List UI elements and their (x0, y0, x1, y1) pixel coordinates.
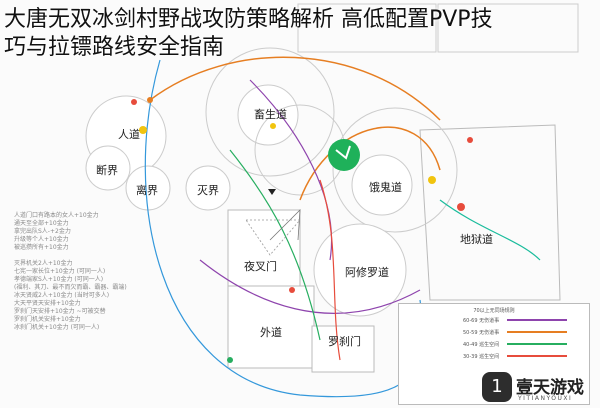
note-line: 大天平贤天安排+10金力 (14, 300, 81, 307)
note-line: 孝德端家S人+10金力 (可同一人) (14, 276, 104, 283)
red-dot-2 (131, 99, 137, 105)
note-line: 灭界机关2人+10金力 (14, 260, 73, 267)
note-line: 罗刹门天安排+10金力 ~可被交替 (14, 308, 106, 315)
legend-arrow-orange (507, 331, 568, 333)
green-dot-1 (227, 357, 233, 363)
area-severed: 断界 (96, 164, 118, 177)
left-notes: 人道门口有路本的女人+10金力 通天至全部+10金力 拿完出队S人-+2金力 升… (14, 212, 127, 332)
route-red (319, 179, 341, 361)
legend-arrow-green (507, 343, 568, 345)
top-box-right (437, 3, 579, 53)
note-line: 人道门口有路本的女人+10金力 (14, 212, 99, 219)
note-line (14, 252, 127, 260)
black-heart (268, 189, 276, 195)
logo-mark-icon: 1 (482, 372, 512, 402)
ghost-circle-outer (332, 107, 458, 233)
area-outer: 外道 (260, 326, 282, 339)
route-orange-2 (299, 126, 441, 201)
triangle-marks (269, 208, 301, 241)
yaksha-box (227, 209, 301, 289)
note-line: 冰刹门机关+10金力 (可同一人) (14, 324, 100, 331)
orange-dot (147, 97, 153, 103)
note-line: 冰天贤威2人+10金力 (当时可多人) (14, 292, 110, 299)
area-asura: 阿修罗道 (345, 266, 389, 279)
triangle-dashed (245, 219, 301, 256)
legend-arrow-red (507, 355, 568, 357)
legend-row-label: 40-49 巡生空间 (463, 341, 500, 348)
logo-name: 壹天游戏 (516, 378, 584, 398)
legend-row-label: 60-69 无伤道事 (463, 317, 500, 324)
beast-circle-outer (205, 47, 335, 177)
red-dot-1 (457, 203, 465, 211)
note-line: 被巡攒所有+10金力 (14, 244, 69, 251)
green-marker-check (335, 145, 351, 160)
logo-sub: YITIANYOUXI (518, 395, 573, 402)
note-line: 拿完出队S人-+2金力 (14, 228, 71, 235)
note-line: 七宪一家长位+10金力 (可同一人) (14, 268, 106, 275)
yellow-dot-3 (270, 123, 276, 129)
route-orange (149, 56, 441, 121)
site-logo: 1 壹天游戏 YITIANYOUXI (480, 370, 598, 406)
top-box-left (297, 3, 437, 53)
green-marker (328, 139, 360, 171)
severed-circle (85, 145, 131, 191)
route-purple-2 (199, 259, 421, 314)
rakshasa-box (311, 325, 375, 373)
area-ghost: 饿鬼道 (369, 181, 402, 194)
area-departed: 离界 (136, 184, 158, 197)
legend-header: 70以上无同场规则 (473, 308, 515, 314)
note-line: (福利、其刀、最不而欠而霸、霸器、霸端) (14, 284, 127, 291)
red-dot-3 (467, 137, 473, 143)
title-line-2: 巧与拉镖路线安全指南 (4, 35, 225, 60)
area-beast: 畜生道 (254, 108, 287, 121)
legend-row: 30-39 巡生空间 (399, 350, 589, 362)
outer-box (227, 285, 315, 369)
area-human: 人道 (118, 128, 140, 141)
note-line: 升级等个人+10金力 (14, 236, 69, 243)
note-line: 罗刹门机关安排+10金力 (14, 316, 81, 323)
legend-arrow-purple (507, 319, 568, 321)
beast-circle (237, 84, 299, 146)
asura-circle (313, 223, 407, 317)
legend-row: 60-69 无伤道事 (399, 314, 589, 326)
area-extinct: 灭界 (197, 184, 219, 197)
route-teal (439, 199, 541, 261)
yellow-dot-2 (428, 176, 436, 184)
page-title: 大唐无双冰剑村野战攻防策略解析 高低配置PVP技 巧与拉镖路线安全指南 (4, 6, 596, 62)
red-dot-4 (289, 287, 295, 293)
legend-row: 40-49 巡生空间 (399, 338, 589, 350)
legend-row-label: 50-59 无伤道事 (463, 329, 500, 336)
extinct-circle (185, 165, 231, 211)
area-hell: 地狱道 (460, 233, 493, 246)
note-line: 通天至全部+10金力 (14, 220, 69, 227)
area-yaksha: 夜叉门 (244, 260, 277, 273)
hell-region (419, 124, 561, 301)
yellow-dot-1 (139, 126, 147, 134)
area-rakshasa: 罗刹门 (328, 335, 361, 348)
legend-row: 50-59 无伤道事 (399, 326, 589, 338)
title-line-1: 大唐无双冰剑村野战攻防策略解析 高低配置PVP技 (4, 7, 493, 32)
legend-row-label: 30-39 巡生空间 (463, 353, 500, 360)
route-green (229, 149, 321, 341)
ghost-circle (351, 154, 413, 216)
